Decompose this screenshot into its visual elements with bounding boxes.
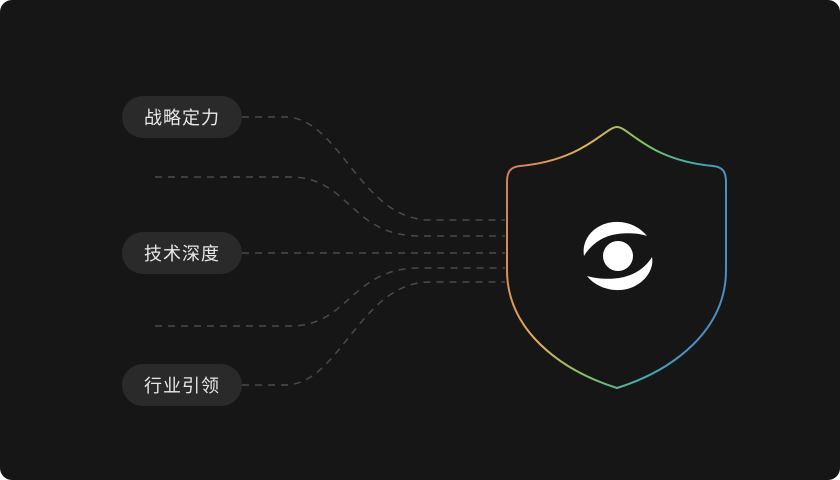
pill-technical-depth: 技术深度 [122, 232, 242, 274]
brand-logo-icon [583, 221, 653, 291]
pill-industry-leadership: 行业引领 [122, 364, 242, 406]
connector-line-4 [155, 267, 505, 327]
pill-strategic-focus: 战略定力 [122, 96, 242, 138]
shield-icon [506, 125, 727, 390]
connector-line-2 [155, 176, 505, 237]
connector-line-5 [242, 281, 505, 386]
connector-line-1 [242, 116, 505, 221]
